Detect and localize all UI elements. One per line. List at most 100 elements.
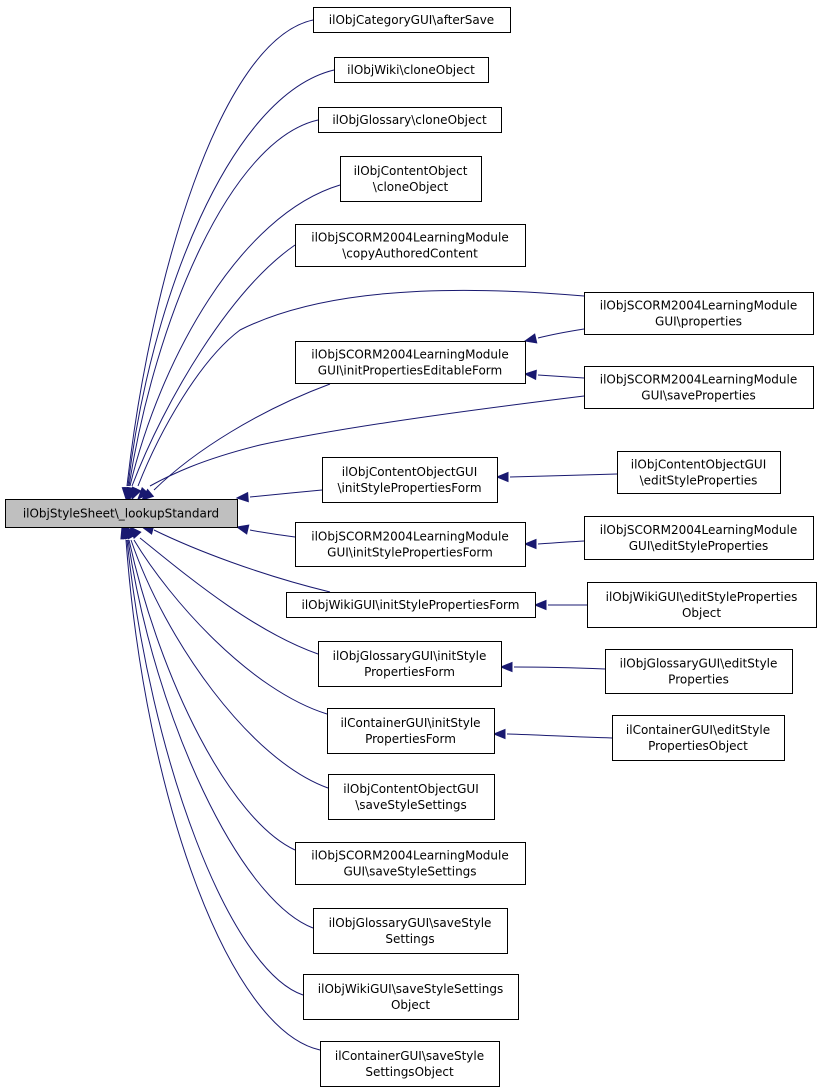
edge-arrowhead [120,525,131,540]
edge-line [249,489,323,498]
edge-line [128,539,296,851]
edge-arrowhead [131,486,142,501]
node-box [617,451,781,494]
edge-line [130,539,329,789]
edge-line [149,395,585,487]
edge-line [153,383,331,491]
edge-n6-root [140,383,331,501]
node-label-line: ilObjSCORM2004LearningModule [600,373,797,387]
edge-line [126,539,304,996]
graph-node-r6[interactable]: ilObjGlossaryGUI\editStyleProperties [605,649,793,694]
edge-line [537,328,585,339]
node-label-line: PropertiesObject [648,739,748,753]
node-label-line: ilObjWiki\cloneObject [347,63,475,77]
edge-r6-n10 [499,661,606,673]
node-label-line: \cloneObject [373,180,449,194]
node-label-line: SettingsObject [365,1065,454,1079]
node-label-line: ilObjContentObjectGUI [343,782,479,796]
root-node[interactable]: ilObjStyleSheet\_lookupStandard [5,499,238,528]
edge-n5-root [126,244,296,501]
edge-line [128,119,319,487]
node-label-line: ilObjStyleSheet\_lookupStandard [23,507,219,521]
graph-node-n10[interactable]: ilObjGlossaryGUI\initStylePropertiesForm [318,641,502,687]
graph-node-n1[interactable]: ilObjCategoryGUI\afterSave [313,7,511,33]
edge-n8-root [235,524,296,538]
node-box [295,341,526,384]
node-box [303,974,519,1020]
edge-r5-n9 [533,599,587,611]
edge-r4-n8 [523,538,585,550]
node-label-line: GUI\saveProperties [641,389,755,403]
node-label-line: ilContainerGUI\initStyle [340,716,480,730]
graph-node-n5[interactable]: ilObjSCORM2004LearningModule\copyAuthore… [295,224,526,267]
node-box [295,522,526,567]
edges-layer [120,19,618,1051]
node-label-line: GUI\saveStyleSettings [343,865,476,879]
edge-arrowhead [492,728,506,740]
graph-node-r2[interactable]: ilObjSCORM2004LearningModuleGUI\saveProp… [584,366,814,409]
graph-node-n13[interactable]: ilObjSCORM2004LearningModuleGUI\saveStyl… [295,842,526,885]
node-box [5,499,238,528]
graph-node-r1[interactable]: ilObjSCORM2004LearningModuleGUI\properti… [584,292,814,335]
graph-node-n11[interactable]: ilContainerGUI\initStylePropertiesForm [327,708,495,754]
edge-n10-root [129,526,319,655]
node-box [612,715,785,761]
node-label-line: ilObjGlossaryGUI\initStyle [333,649,487,663]
node-label-line: ilObjSCORM2004LearningModule [311,231,508,245]
edge-line [127,539,314,929]
node-label-line: ilObjContentObjectGUI [342,465,478,479]
edge-r1-root [131,289,585,501]
graph-node-n9[interactable]: ilObjWikiGUI\initStylePropertiesForm [286,592,536,618]
edge-line [125,539,321,1051]
graph-node-n4[interactable]: ilObjContentObject \cloneObject [340,156,482,202]
node-box [334,57,489,83]
graph-node-n7[interactable]: ilObjContentObjectGUI \initStylePropertie… [322,457,498,503]
node-box [286,592,536,618]
edge-arrowhead [235,524,250,535]
node-label-line: ilObjSCORM2004LearningModule [600,523,797,537]
node-label-line: ilObjWikiGUI\initStylePropertiesForm [302,598,520,612]
edge-line [129,184,341,487]
graph-node-n12[interactable]: ilObjContentObjectGUI\saveStyleSettings [328,774,495,820]
node-box [320,1041,500,1087]
node-box [295,842,526,885]
node-label-line: ilObjSCORM2004LearningModule [311,348,508,362]
edge-line [133,539,328,715]
node-box [584,366,814,409]
node-box [605,649,793,694]
node-label-line: ilObjContentObject [354,164,468,178]
graph-node-n3[interactable]: ilObjGlossary\cloneObject [318,107,502,133]
node-label-line: PropertiesForm [364,665,455,679]
graph-node-n14[interactable]: ilObjGlossaryGUI\saveStyleSettings [313,908,508,954]
node-label-line: ilObjCategoryGUI\afterSave [329,13,494,27]
edge-line [537,374,585,379]
graph-node-n6[interactable]: ilObjSCORM2004LearningModuleGUI\initProp… [295,341,526,384]
node-label-line: GUI\properties [655,315,742,329]
node-label-line: ilContainerGUI\saveStyle [335,1049,484,1063]
node-box [340,156,482,202]
node-label-line: ilObjSCORM2004LearningModule [600,299,797,313]
edge-r3-n7 [495,471,618,483]
node-label-line: \initStylePropertiesForm [337,481,481,495]
node-label-line: ilObjContentObjectGUI [631,458,767,472]
edge-arrowhead [499,661,513,673]
node-box [584,516,814,560]
node-box [318,641,502,687]
graph-node-r4[interactable]: ilObjSCORM2004LearningModuleGUI\editStyl… [584,516,814,560]
graph-node-n2[interactable]: ilObjWiki\cloneObject [334,57,489,83]
node-box [587,582,817,628]
node-label-line: ilObjGlossaryGUI\editStyle [620,657,778,671]
edge-line [249,529,296,538]
node-label-line: \editStyleProperties [640,474,758,488]
edge-n16-root [120,525,321,1051]
graph-node-n8[interactable]: ilObjSCORM2004LearningModuleGUI\initStyl… [295,522,526,567]
edge-arrowhead [523,369,537,381]
graph-node-r3[interactable]: ilObjContentObjectGUI \editStylePropertie… [617,451,781,494]
edge-line [513,666,606,670]
node-box [584,292,814,335]
